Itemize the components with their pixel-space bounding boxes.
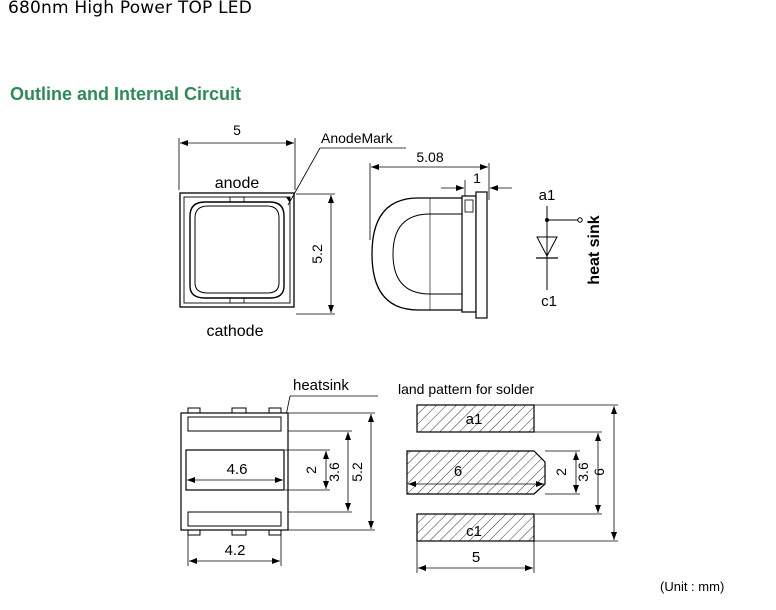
pad-width-dim: 4.6 [227, 461, 248, 478]
land-pattern: land pattern for solder a1 6 c1 2 3.6 6 … [398, 381, 618, 573]
side-base-dim: 1 [473, 170, 481, 186]
heatsink-label: heatsink [293, 377, 349, 394]
top-width-dim: 5 [233, 122, 241, 138]
side-total-dim: 5.08 [416, 149, 443, 165]
cathode-label: cathode [207, 323, 264, 340]
land-pad-width-dim: 5 [472, 549, 480, 566]
pad-c-label: c1 [466, 523, 482, 540]
land-inner-h-dim: 2 [553, 468, 569, 476]
section-title: Outline and Internal Circuit [10, 84, 242, 104]
bottom-inner-h-dim: 2 [303, 466, 319, 474]
anode-label: anode [215, 175, 260, 192]
bottom-outer-h-dim: 5.2 [349, 462, 365, 482]
circuit-anode-label: a1 [539, 187, 556, 204]
heatsink-circuit-label: heat sink [586, 215, 603, 284]
bottom-mid-h-dim: 3.6 [326, 462, 342, 482]
unit-note: (Unit : mm) [660, 579, 725, 594]
land-pattern-label: land pattern for solder [398, 381, 535, 397]
circuit-symbol: a1 c1 heat sink [536, 187, 603, 310]
land-total-h-dim: 6 [591, 468, 607, 476]
anode-mark-label: AnodeMark [321, 130, 394, 146]
land-mid-h-dim: 3.6 [575, 462, 591, 482]
page-title: 680nm High Power TOP LED [8, 0, 252, 18]
pad-a-label: a1 [466, 411, 483, 428]
circuit-cathode-label: c1 [541, 293, 557, 310]
land-center-width-dim: 6 [454, 463, 462, 480]
top-height-dim: 5.2 [309, 244, 325, 264]
top-view: 5 AnodeMark anode cathode 5.2 [178, 122, 406, 340]
side-view: 5.08 1 [369, 149, 512, 319]
bottom-view: heatsink 4.6 2 3.6 5.2 4.2 [180, 377, 378, 566]
bottom-width-dim: 4.2 [225, 542, 246, 559]
